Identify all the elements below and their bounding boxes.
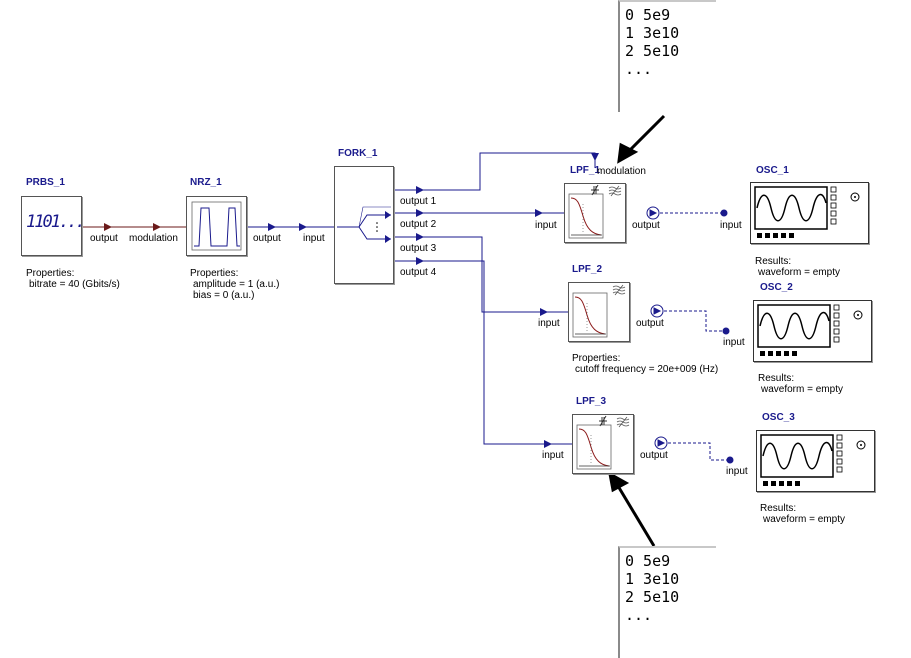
fork-output-2-port: output 2 [400,219,437,230]
dot-osc3-in [726,456,734,464]
osc1-input-port: input [720,220,742,231]
prbs-output-port: output [90,233,118,244]
annotation-arrow-top [626,114,666,154]
wire-fork-out3-lpf2 [394,236,568,313]
osc2-results: Results: waveform = empty [758,373,843,395]
arrow-fork-in [299,223,307,231]
fork-title: FORK_1 [338,148,378,159]
prbs-properties: Properties: bitrate = 40 (Gbits/s) [26,268,120,290]
nrz-modulation-port: modulation [129,233,178,244]
arrow-fork-out1 [416,186,424,194]
dashed-wires [660,212,730,461]
fork-icon [337,206,391,243]
osc3-title: OSC_3 [762,412,795,423]
osc1-scope-icon [754,186,860,238]
table-row: 1 3e10 [625,570,680,588]
osc2-scope-icon [757,304,863,356]
osc1-results: Results: waveform = empty [755,256,840,278]
arrow-nrz-in [153,223,161,231]
nrz-block[interactable] [186,196,247,256]
lpf2-title: LPF_2 [572,264,603,275]
osc1-block[interactable] [750,182,869,244]
fork-block[interactable] [334,166,394,284]
lpf3-block[interactable] [572,414,634,474]
wire-fork-out4-lpf3 [394,260,572,445]
nrz-title: NRZ_1 [190,177,222,188]
annotation-arrowhead-bottom [607,471,630,493]
annotation-arrowhead-top [617,142,639,164]
osc2-block[interactable] [753,300,872,362]
arrow-fork-out4 [416,257,424,265]
prbs-title: PRBS_1 [26,177,65,188]
osc3-block[interactable] [756,430,875,492]
osc3-input-port: input [726,466,748,477]
arrow-nrz-out [268,223,276,231]
arrow-lpf1-mod [591,153,599,161]
lpf3-output-port: output [640,450,668,461]
table-row: ... [625,606,653,624]
lpf3-filter-icon [576,415,630,470]
dot-osc2-in [722,327,730,335]
arrow-lpf3-in [544,440,552,448]
lpf1-filter-icon [568,184,622,239]
lpf2-output-port: output [636,318,664,329]
dot-osc1-in [720,209,728,217]
table-row: ... [625,60,653,78]
lpf2-filter-icon [572,284,626,338]
osc3-scope-icon [760,434,866,486]
arrow-fork-out3 [416,233,424,241]
lpf1-title: LPF_1 [570,165,601,176]
lpf1-output-port: output [632,220,660,231]
annotation-arrows [607,114,666,547]
lpf1-input-port: input [535,220,557,231]
table-row: 0 5e9 [625,6,671,24]
lpf1-modulation-port: modulation [597,166,646,177]
arrow-fork-out2 [416,209,424,217]
arrow-lpf1-in [535,209,543,217]
osc2-input-port: input [723,337,745,348]
lpf3-input-port: input [542,450,564,461]
cutoff-table-bottom: 0 5e9 1 3e10 2 5e10 ... [618,546,716,658]
nrz-output-port: output [253,233,281,244]
nrz-waveform-icon [191,201,242,251]
arrowheads [104,153,734,464]
osc2-title: OSC_2 [760,282,793,293]
lpf1-block[interactable] [564,183,626,243]
lpf3-title: LPF_3 [576,396,607,407]
prbs-block[interactable]: 1101... [21,196,86,256]
fork-input-port: input [303,233,325,244]
table-row: 2 5e10 [625,588,680,606]
annotation-arrow-bottom [616,485,656,547]
wire-lpf3-osc3 [668,442,730,461]
arrow-lpf2-in [540,308,548,316]
wire-lpf2-osc2 [664,310,726,332]
fork-output-4-port: output 4 [400,267,437,278]
prbs-glyph: 1101... [26,212,86,232]
fork-output-1-port: output 1 [400,196,437,207]
table-row: 1 3e10 [625,24,680,42]
lpf2-input-port: input [538,318,560,329]
osc3-results: Results: waveform = empty [760,503,845,525]
cutoff-table-top: 0 5e9 1 3e10 2 5e10 ... [618,0,716,112]
output-symbols [646,206,668,450]
lpf2-properties: Properties: cutoff frequency = 20e+009 (… [572,353,719,375]
arrow-prbs-out [104,223,112,231]
nrz-properties: Properties: amplitude = 1 (a.u.) bias = … [190,268,280,301]
osc1-title: OSC_1 [756,165,789,176]
fork-output-3-port: output 3 [400,243,437,254]
lpf2-block[interactable] [568,282,630,342]
table-row: 2 5e10 [625,42,680,60]
table-row: 0 5e9 [625,552,671,570]
